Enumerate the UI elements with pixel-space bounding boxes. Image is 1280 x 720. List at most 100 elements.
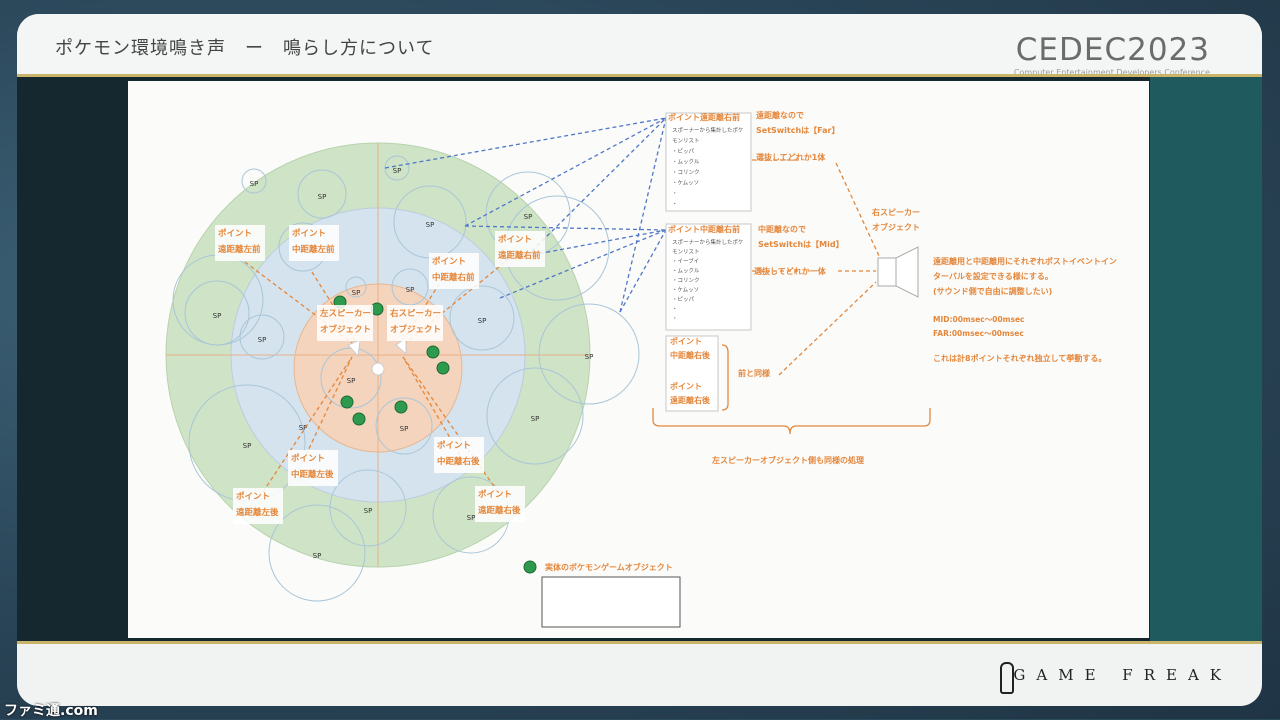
mid-note: SetSwitchは【Mid】 <box>758 239 844 249</box>
label-mid-left-front: 中距離左前 <box>292 244 335 255</box>
timing-line: MID:00msec～00msec <box>933 315 1024 324</box>
sp-label: SP <box>313 552 322 560</box>
mid-box-line: ・ケムッソ <box>672 287 699 294</box>
label-far-left-back-bg <box>233 488 283 524</box>
blue-dashed-line <box>619 229 667 313</box>
mid-select: 選抜してどれか一体 <box>754 266 827 276</box>
sp-range-circle <box>268 504 366 602</box>
speaker-right-label: オブジェクト <box>872 222 920 232</box>
same-as-front: 前と同様 <box>738 368 771 378</box>
slide-header <box>17 14 1262 76</box>
far-box-line: ・ <box>672 202 678 208</box>
far-pokemon-list-box <box>665 112 752 212</box>
sp-label: SP <box>524 213 533 221</box>
mid-box-line: ・ピッパ <box>672 296 695 303</box>
left-same-note: 左スピーカーオブジェクト側も同様の処理 <box>711 455 864 465</box>
orange-dashed-line <box>402 356 461 456</box>
sp-label: SP <box>318 193 327 201</box>
pokemon-icon <box>523 560 537 574</box>
right-speaker-object-icon <box>877 257 897 287</box>
pokemon-objects <box>333 295 537 574</box>
mid-box-line: モンリスト <box>672 249 700 256</box>
pokemon-icon <box>436 361 450 375</box>
sp-range-circle <box>449 285 515 351</box>
list-box-text: ポイント遠距離右前スポーナーから集計したポケモンリスト・ピッパ・ムックル・コリン… <box>668 110 1117 465</box>
header-divider <box>17 74 1262 77</box>
sp-label: SP <box>364 507 373 515</box>
label-mid-left-front: ポイント <box>292 228 326 239</box>
mid-box-line: ・コリンク <box>672 277 700 284</box>
timing-line: FAR:00msec～00msec <box>933 329 1024 338</box>
sp-label: SP <box>478 317 487 325</box>
blue-dashed-line <box>619 117 667 313</box>
blue-dashed-line <box>464 225 667 231</box>
game-freak-logo: GAME FREAK <box>1013 666 1232 684</box>
sp-label: SP <box>531 415 540 423</box>
point-labels: ポイント遠距離左前ポイント中距離左前ポイント中距離右前ポイント遠距離右前左スピー… <box>215 225 673 623</box>
label-far-left-front: 遠距離左前 <box>218 244 261 255</box>
blue-dashed-line <box>526 117 667 257</box>
sp-label: SP <box>258 336 267 344</box>
label-mid-right-back: ポイント <box>437 440 471 451</box>
blue-dashed-line <box>464 117 667 227</box>
orange-dashed-line <box>778 281 877 376</box>
post-event-note: ターバルを設定できる様にする。 <box>933 271 1053 281</box>
slide-title: ポケモン環境鳴き声 ー 鳴らし方について <box>55 38 435 59</box>
back-box-line: ポイント <box>670 336 702 346</box>
pokemon-icon <box>394 400 408 414</box>
blue-dashed-line <box>504 229 667 261</box>
label-mid-left-back-bg <box>288 450 338 486</box>
independent-note: これは計8ポイントそれぞれ独立して挙動する。 <box>933 353 1106 363</box>
blue-dashed-line <box>384 117 667 169</box>
sp-label: SP <box>400 425 409 433</box>
sp-range-circle <box>329 469 407 547</box>
sp-label: SP <box>585 353 594 361</box>
label-far-left-back: ポイント <box>236 491 270 502</box>
label-far-right-back: 遠距離右後 <box>478 505 521 516</box>
sp-label: SP <box>213 312 222 320</box>
slide-footer <box>17 644 1262 706</box>
sp-range-circle <box>375 397 433 455</box>
famitsu-watermark: ファミ通.com <box>4 703 98 719</box>
cedec-logo: CEDEC2023 <box>1015 32 1210 68</box>
label-right-speaker-bg <box>387 305 443 341</box>
post-event-note: 遠距離用と中距離用にそれぞれポストイベントイン <box>933 256 1117 266</box>
cedec-logo-subtitle: Computer Entertainment Developers Confer… <box>1013 68 1210 77</box>
label-right-speaker: 右スピーカー <box>389 308 441 319</box>
label-left-speaker: オブジェクト <box>320 324 371 335</box>
back-points-box <box>665 335 719 412</box>
game-freak-mark-icon <box>1000 662 1014 694</box>
orange-dashed-line <box>262 356 353 493</box>
sp-range-circle <box>486 367 584 465</box>
sp-label: SP <box>243 442 252 450</box>
label-far-left-front-bg <box>215 225 265 261</box>
label-left-speaker: 左スピーカー <box>319 308 371 319</box>
label-far-right-front: 遠距離右前 <box>498 250 541 261</box>
sp-circles: SPSPSPSPSPSPSPSPSPSPSPSPSPSPSPSPSPSPSPSP <box>172 155 640 602</box>
sp-label: SP <box>406 286 415 294</box>
label-mid-right-back-bg <box>434 437 484 473</box>
blue-dashed-lines <box>384 117 667 313</box>
pokemon-icon <box>340 395 354 409</box>
label-far-left-front: ポイント <box>218 228 252 239</box>
mid-box-title: ポイント中距離右前 <box>668 224 740 234</box>
pokemon-icon <box>352 412 366 426</box>
listener-icon <box>371 362 385 376</box>
far-box-line: ・ムックル <box>672 159 700 166</box>
label-mid-right-front-bg <box>429 253 479 289</box>
post-event-note: (サウンド側で自由に調整したい) <box>933 286 1052 296</box>
mid-pokemon-list-box <box>665 223 752 331</box>
far-box-line: モンリスト <box>672 138 700 145</box>
mid-box-line: ・ <box>672 307 678 313</box>
legend-title: 実体のポケモンゲームオブジェクト <box>545 562 673 572</box>
sp-label: SP <box>467 514 476 522</box>
right-speaker-cone-icon <box>895 246 919 298</box>
back-box-line: 中距離右後 <box>670 350 711 360</box>
label-mid-left-back: ポイント <box>291 453 325 464</box>
far-note: 遠距離なので <box>756 110 804 120</box>
pokemon-icon <box>426 345 440 359</box>
sp-label: SP <box>299 424 308 432</box>
far-box-line: スポーナーから集計したポケ <box>672 126 744 134</box>
sp-range-circle <box>345 276 367 298</box>
